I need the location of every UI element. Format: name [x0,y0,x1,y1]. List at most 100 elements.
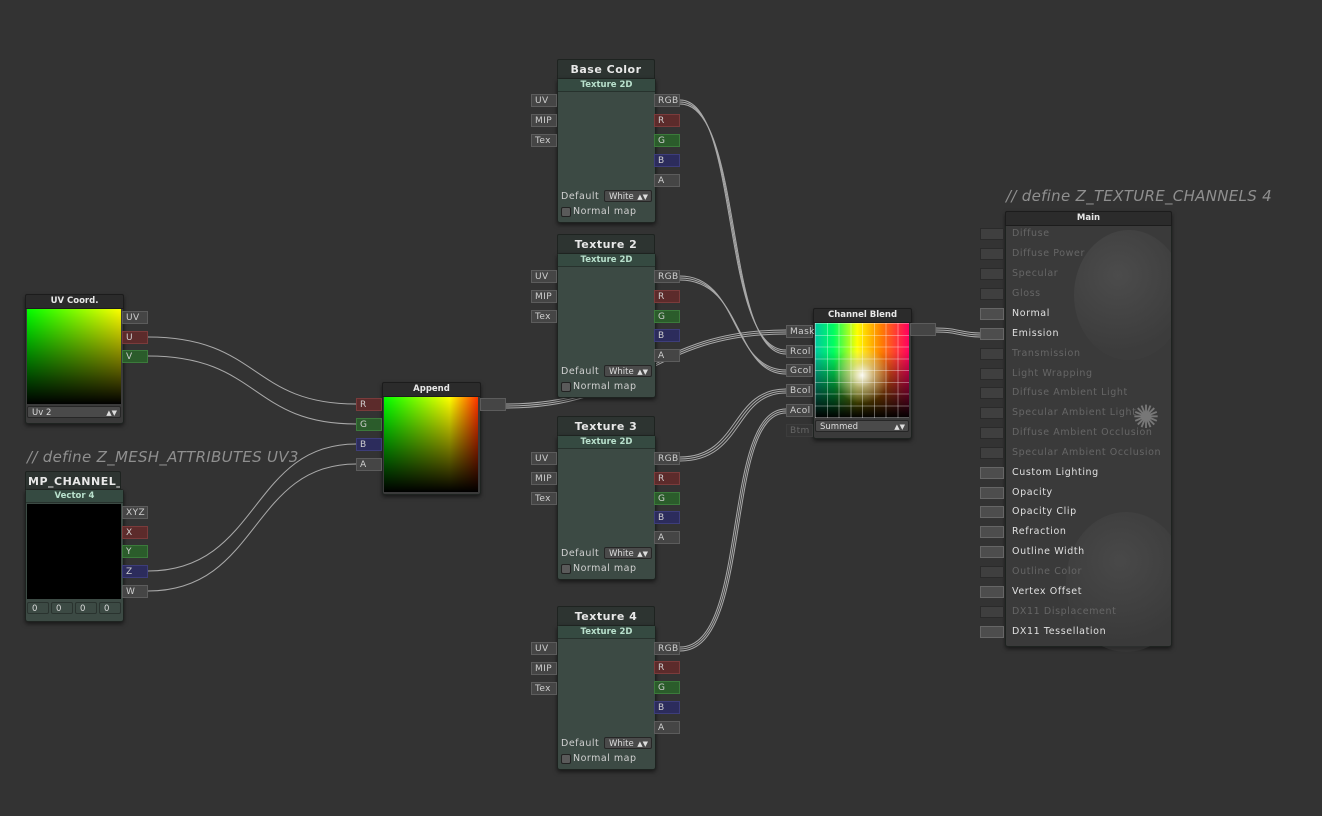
channel-blend-port-rcol[interactable]: Rcol [786,345,813,358]
texture4-port-a[interactable]: A [654,721,680,734]
texture4-tab[interactable]: Texture 4 [557,606,655,626]
append-port-r[interactable]: R [356,398,382,411]
texture3-tab[interactable]: Texture 3 [557,416,655,436]
texture2-port-rgb[interactable]: RGB [654,270,680,283]
texture4-port-g[interactable]: G [654,681,680,694]
texture3-normal-map-checkbox[interactable] [561,564,571,574]
main-input-port[interactable] [980,606,1004,618]
texture4-port-mip[interactable]: MIP [531,662,557,675]
texture2-normal-map-checkbox[interactable] [561,382,571,392]
vector4-port-x[interactable]: X [122,526,148,539]
main-input-port[interactable] [980,228,1004,240]
texture3-node[interactable]: Texture 2D Default White▲▼ Normal map [557,435,656,580]
base-color-normal-map-checkbox[interactable] [561,207,571,217]
main-input-transmission[interactable]: Transmission [1006,345,1206,364]
base-color-port-g[interactable]: G [654,134,680,147]
main-input-port[interactable] [980,506,1004,518]
main-input-port[interactable] [980,368,1004,380]
append-port-out[interactable] [480,398,506,411]
texture2-port-uv[interactable]: UV [531,270,557,283]
main-input-light-wrapping[interactable]: Light Wrapping [1006,365,1206,384]
main-input-port[interactable] [980,546,1004,558]
main-input-port[interactable] [980,288,1004,300]
main-input-port[interactable] [980,487,1004,499]
main-input-dx11-displacement[interactable]: DX11 Displacement [1006,603,1206,622]
texture2-port-tex[interactable]: Tex [531,310,557,323]
texture3-port-a[interactable]: A [654,531,680,544]
main-input-outline-color[interactable]: Outline Color [1006,563,1206,582]
uv-coord-node[interactable]: UV Coord. Uv 2▲▼ [25,294,124,424]
main-input-port[interactable] [980,427,1004,439]
texture4-port-rgb[interactable]: RGB [654,642,680,655]
texture4-port-r[interactable]: R [654,661,680,674]
vector4-port-z[interactable]: Z [122,565,148,578]
main-input-specular[interactable]: Specular [1006,265,1206,284]
texture4-node[interactable]: Texture 2D Default White▲▼ Normal map [557,625,656,770]
main-input-port[interactable] [980,268,1004,280]
main-input-specular-ambient-occlusion[interactable]: Specular Ambient Occlusion [1006,444,1206,463]
main-input-vertex-offset[interactable]: Vertex Offset [1006,583,1206,602]
channel-blend-port-gcol[interactable]: Gcol [786,364,813,377]
texture4-normal-map-checkbox[interactable] [561,754,571,764]
blend-mode-dropdown[interactable]: Summed▲▼ [815,420,909,432]
channel-blend-port-bcol[interactable]: Bcol [786,384,813,397]
main-input-specular-ambient-light[interactable]: Specular Ambient Light [1006,404,1206,423]
texture2-default-dropdown[interactable]: White▲▼ [604,365,652,377]
main-input-port[interactable] [980,328,1004,340]
vector4-port-y[interactable]: Y [122,545,148,558]
main-input-port[interactable] [980,586,1004,598]
main-input-outline-width[interactable]: Outline Width [1006,543,1206,562]
main-input-port[interactable] [980,526,1004,538]
channel-blend-node[interactable]: Channel Blend Summed▲▼ [813,308,912,439]
main-input-diffuse[interactable]: Diffuse [1006,225,1206,244]
uv-coord-port-v[interactable]: V [122,350,148,363]
vector4-value-x[interactable]: 0 [27,602,49,614]
base-color-default-dropdown[interactable]: White▲▼ [604,190,652,202]
texture4-default-dropdown[interactable]: White▲▼ [604,737,652,749]
main-input-port[interactable] [980,407,1004,419]
main-input-opacity-clip[interactable]: Opacity Clip [1006,503,1206,522]
base-color-port-uv[interactable]: UV [531,94,557,107]
main-input-diffuse-ambient-occlusion[interactable]: Diffuse Ambient Occlusion [1006,424,1206,443]
base-color-port-b[interactable]: B [654,154,680,167]
main-input-dx11-tessellation[interactable]: DX11 Tessellation [1006,623,1206,642]
main-input-port[interactable] [980,248,1004,260]
main-input-diffuse-power[interactable]: Diffuse Power [1006,245,1206,264]
texture2-port-r[interactable]: R [654,290,680,303]
texture4-port-b[interactable]: B [654,701,680,714]
append-port-b[interactable]: B [356,438,382,451]
uv-coord-port-u[interactable]: U [122,331,148,344]
channel-blend-port-out[interactable] [910,323,936,336]
main-input-emission[interactable]: Emission [1006,325,1206,344]
vector4-port-w[interactable]: W [122,585,148,598]
texture3-port-uv[interactable]: UV [531,452,557,465]
base-color-tab[interactable]: Base Color [557,59,655,79]
main-input-diffuse-ambient-light[interactable]: Diffuse Ambient Light [1006,384,1206,403]
texture3-port-rgb[interactable]: RGB [654,452,680,465]
append-node[interactable]: Append [382,382,481,495]
main-input-port[interactable] [980,467,1004,479]
vector4-port-xyz[interactable]: XYZ [122,506,148,519]
texture4-port-uv[interactable]: UV [531,642,557,655]
texture3-port-mip[interactable]: MIP [531,472,557,485]
main-input-gloss[interactable]: Gloss [1006,285,1206,304]
main-input-custom-lighting[interactable]: Custom Lighting [1006,464,1206,483]
channel-blend-port-mask[interactable]: Mask [786,325,813,338]
base-color-port-a[interactable]: A [654,174,680,187]
texture3-port-tex[interactable]: Tex [531,492,557,505]
base-color-node[interactable]: Texture 2D Default White▲▼ Normal map [557,78,656,223]
main-input-normal[interactable]: Normal [1006,305,1206,324]
append-port-a[interactable]: A [356,458,382,471]
base-color-port-mip[interactable]: MIP [531,114,557,127]
base-color-port-rgb[interactable]: RGB [654,94,680,107]
vector4-property-tab[interactable]: MP_CHANNEL_U [25,471,121,490]
vector4-node[interactable]: Vector 4 0 0 0 0 [25,489,124,622]
texture2-port-b[interactable]: B [654,329,680,342]
texture2-port-mip[interactable]: MIP [531,290,557,303]
vector4-value-y[interactable]: 0 [51,602,73,614]
channel-blend-port-acol[interactable]: Acol [786,404,813,417]
main-input-port[interactable] [980,387,1004,399]
uv-channel-dropdown[interactable]: Uv 2▲▼ [27,406,121,418]
texture3-default-dropdown[interactable]: White▲▼ [604,547,652,559]
vector4-value-z[interactable]: 0 [75,602,97,614]
